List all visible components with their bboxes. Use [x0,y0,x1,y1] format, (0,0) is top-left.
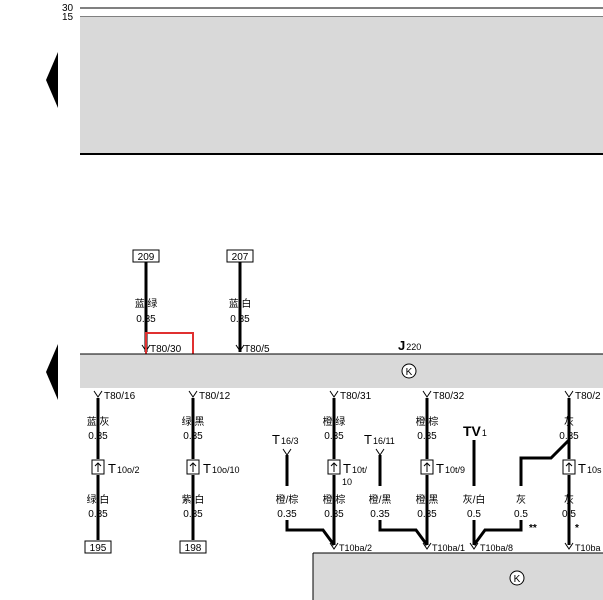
wire-col5-bot-size: 0.5 [562,509,576,520]
ref-box-198-label: 198 [185,543,202,554]
rail-15-label: 15 [62,12,74,23]
connector-icon-col2-pin [189,462,197,472]
wire-209-size: 0.35 [136,314,156,325]
mid-pin-group-1: T80/16 [93,390,136,402]
wire-col2-bot-color: 紫/白 [182,493,205,506]
wire-t16-3-route [285,520,336,546]
connector-col3-sub2: 10 [342,477,352,487]
pin-t80-12[interactable]: T80/12 [199,391,231,402]
collapse-arrow-bottom[interactable] [46,344,58,400]
connector-col3-label: T10t/ [343,461,367,476]
wire-t16-11-size: 0.35 [370,509,390,520]
wire-tv1-color: 灰/白 [463,493,486,506]
connector-t16-3-label: T16/3 [272,432,298,447]
wire-col1-top-color: 蓝/灰 [87,415,110,428]
pin-t80-2[interactable]: T80/2 [575,391,601,402]
ref-box-195-label: 195 [90,543,107,554]
wire-col2-top-size: 0.35 [183,431,203,442]
wire-gray-route-bottom [472,520,523,546]
wire-col3-top-color: 橙/绿 [323,415,346,428]
mark-double-star: ** [529,523,537,534]
wire-col2-top-color: 绿/黑 [182,415,205,428]
pin-t10ba-8[interactable]: T10ba/8 [480,543,513,553]
bottom-ground-k-label: K [514,574,521,585]
ecu-ground-k-icon [401,363,417,379]
mid-pin-group-4: T80/32 [422,390,465,402]
wire-col1-bot-size: 0.35 [88,509,108,520]
rail-30-label: 30 [62,3,74,14]
connector-icon-col4-pin [423,462,431,472]
connector-col2-label: T10o/10 [203,461,239,476]
wire-gray-route-top [519,438,571,486]
wire-gray-size: 0.5 [514,509,528,520]
pin-arrow-t16-3 [282,448,292,456]
pin-t10ba-1[interactable]: T10ba/1 [432,543,465,553]
wire-col3-bot-size: 0.35 [324,509,344,520]
wire-col3-bot-color: 橙/棕 [323,493,346,506]
pin-t10ba[interactable]: T10ba [575,543,601,553]
mid-pin-group-3: T80/31 [329,390,372,402]
wire-col4-top-size: 0.35 [417,431,437,442]
wire-207-color: 蓝/白 [229,297,252,310]
connector-icon-col3-pin [330,462,338,472]
pin-arrow-t10ba-2 [329,542,339,550]
pin-t80-32[interactable]: T80/32 [433,391,465,402]
pin-arrow-t80-5 [235,344,245,352]
pin-t80-31[interactable]: T80/31 [340,391,372,402]
wire-t16-3-size: 0.35 [277,509,297,520]
connector-icon-col5-pin [565,462,573,472]
connector-col1-label: T10o/2 [108,461,139,476]
ecu-j220-block [80,354,603,388]
wire-col4-top-color: 橙/棕 [416,415,439,428]
wire-col2-bot-size: 0.35 [183,509,203,520]
collapse-arrow-top[interactable] [46,52,58,108]
bottom-ground-k-icon [509,570,525,586]
pin-arrow-t10ba-1 [422,542,432,550]
pin-arrow-t10ba-8 [469,542,479,550]
wire-col4-bot-size: 0.35 [417,509,437,520]
ecu-name: J220 [398,338,421,353]
wire-207-size: 0.35 [230,314,250,325]
connector-col4-label: T10t/9 [436,461,465,476]
connector-icon-col1-pin [94,462,102,472]
wire-col5-top-color: 灰 [564,415,574,428]
wire-tv1-size: 0.5 [467,509,481,520]
bottom-module-block [313,553,603,600]
pin-arrow-t10ba [564,542,574,550]
top-module-block [80,17,603,154]
connector-col5-label: T10s [578,461,602,476]
wire-gray-color: 灰 [516,493,526,506]
mark-star: * [575,523,579,534]
mid-pin-group-2: T80/12 [188,390,231,402]
wire-col5-top-size: 0.35 [559,431,579,442]
pin-t80-5[interactable]: T80/5 [244,344,270,355]
wire-col5-bot-color: 灰 [564,493,574,506]
mid-pin-group-5: T80/2 [564,390,601,402]
connector-t16-11-label: T16/11 [364,432,395,447]
ecu-ground-k-label: K [406,367,413,378]
wire-col1-top-size: 0.35 [88,431,108,442]
ref-box-207-label: 207 [232,252,249,263]
wire-209-color: 蓝/绿 [135,297,158,310]
wire-t16-11-route [378,520,429,546]
wire-t16-11-color: 橙/黑 [369,493,392,506]
ref-box-209-label: 209 [138,252,155,263]
wire-col3-top-size: 0.35 [324,431,344,442]
ref-box-195[interactable] [84,540,112,554]
pin-t10ba-2[interactable]: T10ba/2 [339,543,372,553]
pin-t80-30[interactable]: T80/30 [150,344,182,355]
wire-t16-3-color: 橙/棕 [276,493,299,506]
pin-arrow-t16-11 [375,448,385,456]
wire-col1-bot-color: 绿/白 [87,493,110,506]
wire-col4-bot-color: 橙/黑 [416,493,439,506]
pin-t80-16[interactable]: T80/16 [104,391,136,402]
ref-box-198[interactable] [179,540,207,554]
tv1-label: TV1 [463,423,487,439]
